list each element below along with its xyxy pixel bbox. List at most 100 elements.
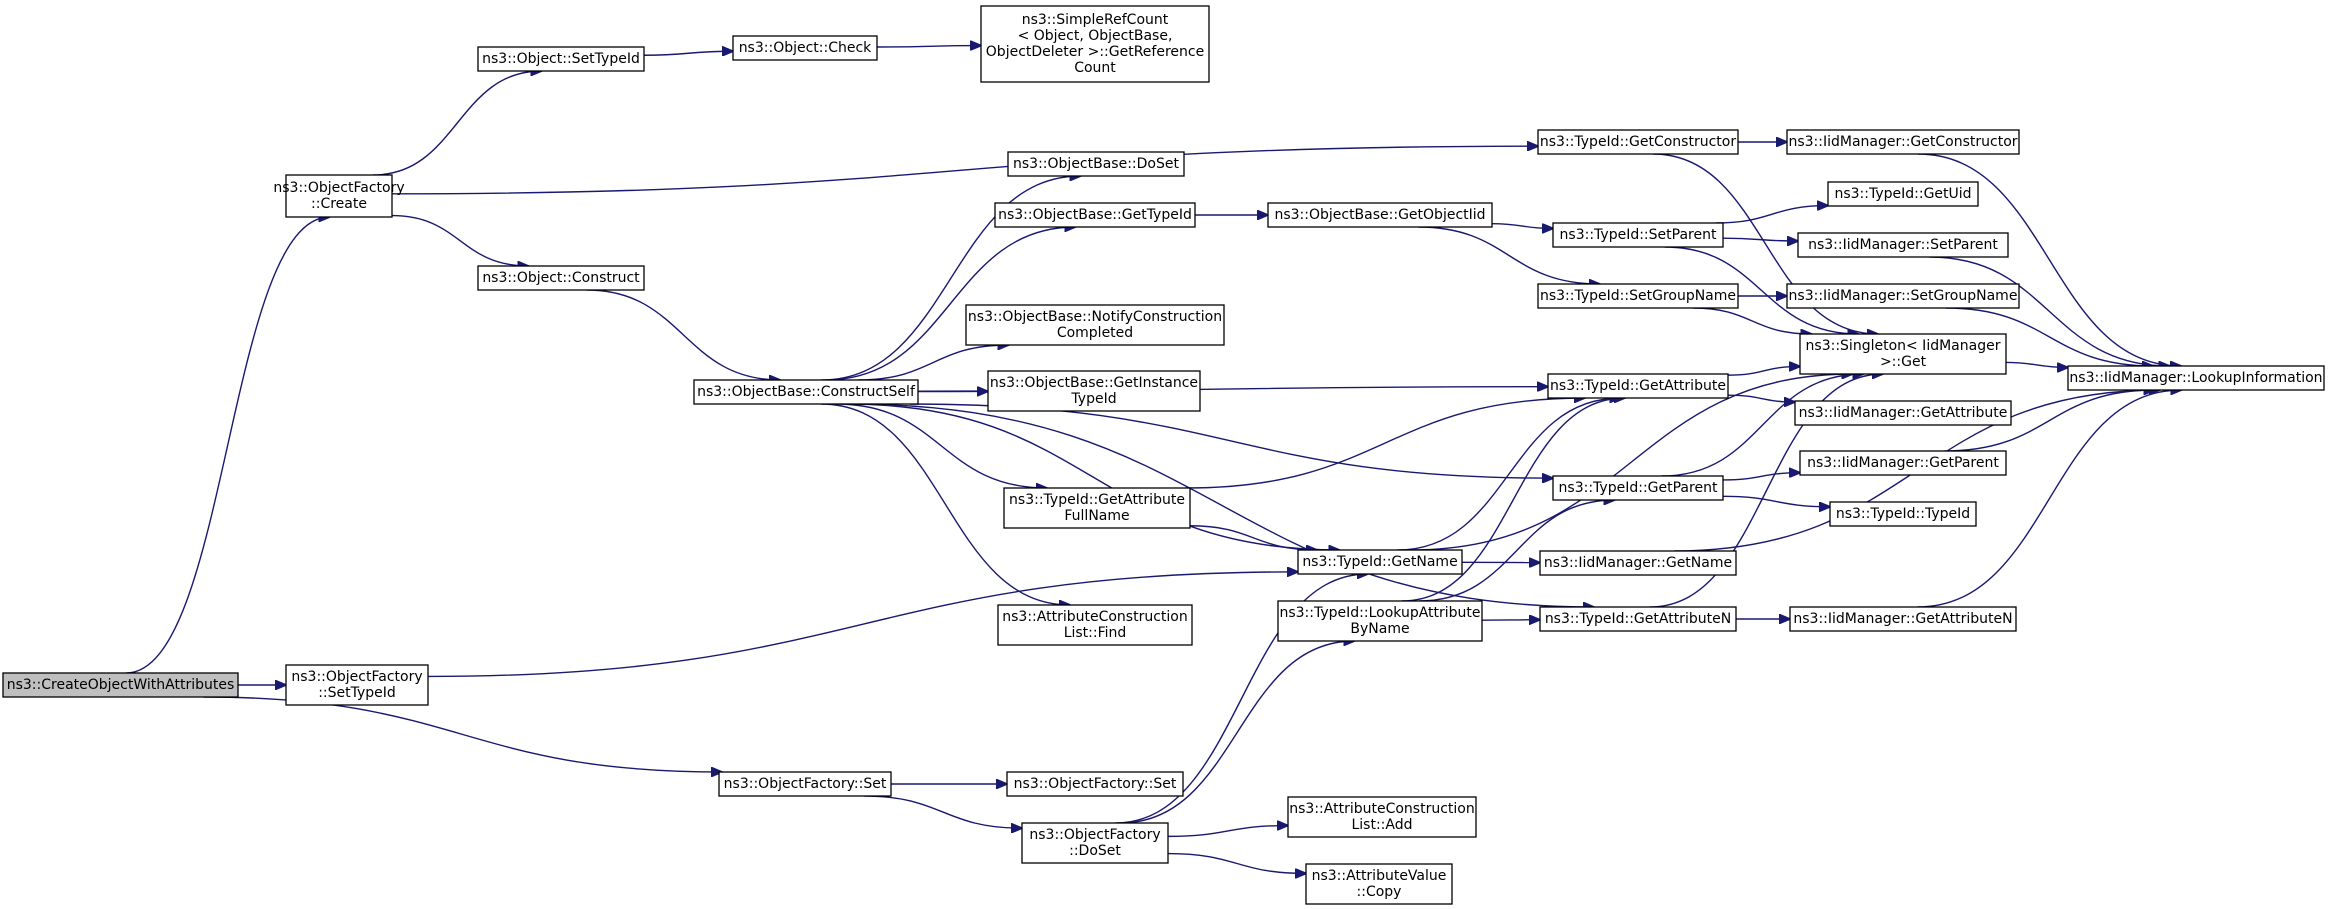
node-label-line: ns3::ObjectBase::NotifyConstruction xyxy=(968,309,1222,325)
edge-tid_lookupattr-to-tid_getattribute xyxy=(1401,398,1625,602)
node-label-line: ns3::Singleton< IidManager xyxy=(1806,338,2001,354)
node-label-line: ns3::TypeId::SetParent xyxy=(1560,227,1717,243)
node-box xyxy=(1003,487,1191,529)
node-label-line: ns3::TypeId::GetParent xyxy=(1559,480,1718,496)
node-av-copy[interactable]: ns3::AttributeValue::Copy xyxy=(1305,863,1453,905)
node-tid-getname[interactable]: ns3::TypeId::GetName xyxy=(1297,549,1463,575)
node-box xyxy=(1006,771,1184,797)
node-label-line: ::SetTypeId xyxy=(318,685,396,701)
node-label-line: ns3::SimpleRefCount xyxy=(1022,12,1169,28)
node-box xyxy=(1287,796,1477,838)
node-label-line: ns3::IidManager::GetParent xyxy=(1807,455,1999,471)
node-box xyxy=(965,304,1225,346)
node-of-doset[interactable]: ns3::ObjectFactory::DoSet xyxy=(1021,822,1169,864)
node-box xyxy=(693,379,919,405)
edge-tid_getattribute-to-singleton_get xyxy=(1727,366,1800,376)
edge-tid_getparent-to-tid_typeid xyxy=(1722,495,1830,506)
node-box xyxy=(2067,365,2325,391)
node-label-line: ns3::Object::Check xyxy=(739,40,872,56)
node-tid-typeid[interactable]: ns3::TypeId::TypeId xyxy=(1829,501,1977,527)
node-obj-settypeid[interactable]: ns3::Object::SetTypeId xyxy=(477,46,645,72)
node-of-settypeid[interactable]: ns3::ObjectFactory::SetTypeId xyxy=(285,664,429,706)
node-label-line: ::DoSet xyxy=(1069,843,1121,859)
node-of-create[interactable]: ns3::ObjectFactory::Create xyxy=(273,174,405,218)
node-ob-gettypeid[interactable]: ns3::ObjectBase::GetTypeId xyxy=(994,202,1196,228)
edge-ob_constructself-to-tid_getattrfullname xyxy=(836,403,1047,488)
node-label-line: ns3::ObjectFactory xyxy=(273,180,404,196)
node-label-line: ObjectDeleter >::GetReference xyxy=(986,44,1204,60)
node-label-line: ns3::IidManager::LookupInformation xyxy=(2069,370,2322,386)
node-label-line: ns3::ObjectFactory::Set xyxy=(724,776,887,792)
node-ob-notify[interactable]: ns3::ObjectBase::NotifyConstructionCompl… xyxy=(965,304,1225,346)
edge-tid_getattrfullname-to-tid_getname xyxy=(1189,525,1317,550)
node-tid-getattributen[interactable]: ns3::TypeId::GetAttributeN xyxy=(1539,606,1737,632)
node-tid-getparent[interactable]: ns3::TypeId::GetParent xyxy=(1552,475,1724,501)
node-tid-setgroupname[interactable]: ns3::TypeId::SetGroupName xyxy=(1537,283,1739,309)
node-label-line: ByName xyxy=(1350,621,1409,637)
node-box xyxy=(1786,283,2020,309)
node-ob-doset[interactable]: ns3::ObjectBase::DoSet xyxy=(1007,151,1185,177)
node-tid-setparent[interactable]: ns3::TypeId::SetParent xyxy=(1552,222,1724,248)
node-box xyxy=(477,265,645,291)
node-box xyxy=(1827,181,1979,207)
node-label-line: FullName xyxy=(1064,508,1129,524)
edge-root-to-of_create xyxy=(125,217,330,674)
node-iid-getname[interactable]: ns3::IidManager::GetName xyxy=(1539,550,1737,576)
edge-singleton_get-to-iid_lookupinfo xyxy=(2005,361,2068,367)
edge-tid_setparent-to-tid_getuid xyxy=(1715,206,1828,224)
edge-layer xyxy=(125,46,2182,874)
node-iid-getparent[interactable]: ns3::IidManager::GetParent xyxy=(1799,450,2007,476)
node-box xyxy=(2,672,239,698)
node-iid-lookupinfo[interactable]: ns3::IidManager::LookupInformation xyxy=(2067,365,2325,391)
node-tid-getconstructor[interactable]: ns3::TypeId::GetConstructor xyxy=(1537,129,1739,155)
node-label-line: ns3::AttributeConstruction xyxy=(1289,801,1474,817)
node-iid-setparent[interactable]: ns3::IidManager::SetParent xyxy=(1797,232,2009,258)
edge-tid_setparent-to-singleton_get xyxy=(1664,246,1859,334)
node-obj-construct[interactable]: ns3::Object::Construct xyxy=(477,265,645,291)
node-tid-getattribute[interactable]: ns3::TypeId::GetAttribute xyxy=(1547,373,1729,399)
node-box xyxy=(285,664,429,706)
node-box xyxy=(732,35,878,61)
node-simplerefcount[interactable]: ns3::SimpleRefCount< Object, ObjectBase,… xyxy=(980,5,1210,83)
edge-ob_constructself-to-acl_find xyxy=(820,403,1070,605)
node-ob-getobjectiid[interactable]: ns3::ObjectBase::GetObjectIid xyxy=(1267,202,1493,228)
node-tid-getuid[interactable]: ns3::TypeId::GetUid xyxy=(1827,181,1979,207)
node-singleton-get[interactable]: ns3::Singleton< IidManager>::Get xyxy=(1799,333,2007,375)
node-root[interactable]: ns3::CreateObjectWithAttributes xyxy=(2,672,239,698)
node-label-line: ns3::ObjectBase::DoSet xyxy=(1013,156,1179,172)
node-box xyxy=(1829,501,1977,527)
edge-of_set-to-of_doset xyxy=(863,795,1022,828)
node-obj-check[interactable]: ns3::Object::Check xyxy=(732,35,878,61)
node-label-line: ns3::IidManager::GetConstructor xyxy=(1788,134,2017,150)
node-of-set2[interactable]: ns3::ObjectFactory::Set xyxy=(1006,771,1184,797)
node-label-line: ns3::TypeId::GetAttributeN xyxy=(1545,611,1731,627)
node-box xyxy=(1297,549,1463,575)
node-label-line: ns3::CreateObjectWithAttributes xyxy=(7,677,235,693)
edge-tid_lookupattr-to-tid_getparent xyxy=(1418,500,1615,602)
edge-tid_setparent-to-iid_setparent xyxy=(1722,238,1798,241)
edge-ob_constructself-to-ob_notify xyxy=(857,345,1009,381)
node-iid-getattribute[interactable]: ns3::IidManager::GetAttribute xyxy=(1794,400,2012,426)
edge-ob_getobjectiid-to-tid_setgroupname xyxy=(1418,226,1600,284)
node-label-line: ::Create xyxy=(311,196,367,212)
edge-iid_getattributen-to-iid_lookupinfo xyxy=(1917,390,2182,608)
node-label-line: ns3::TypeId::GetAttribute xyxy=(1009,492,1185,508)
node-ob-constructself[interactable]: ns3::ObjectBase::ConstructSelf xyxy=(693,379,919,405)
node-iid-getconstructor[interactable]: ns3::IidManager::GetConstructor xyxy=(1786,129,2020,155)
edge-of_doset-to-acl_add xyxy=(1167,826,1288,838)
node-iid-getattributen[interactable]: ns3::IidManager::GetAttributeN xyxy=(1789,606,2017,632)
node-iid-setgroupname[interactable]: ns3::IidManager::SetGroupName xyxy=(1786,283,2020,309)
node-box xyxy=(477,46,645,72)
edge-obj_settypeid-to-obj_check xyxy=(643,51,733,55)
edge-ob_getobjectiid-to-tid_setparent xyxy=(1491,222,1553,229)
node-of-set[interactable]: ns3::ObjectFactory::Set xyxy=(718,771,892,797)
edge-ob_constructself-to-tid_getattributen xyxy=(849,403,1594,607)
edge-tid_getparent-to-iid_getparent xyxy=(1722,473,1800,481)
node-box xyxy=(1794,400,2012,426)
